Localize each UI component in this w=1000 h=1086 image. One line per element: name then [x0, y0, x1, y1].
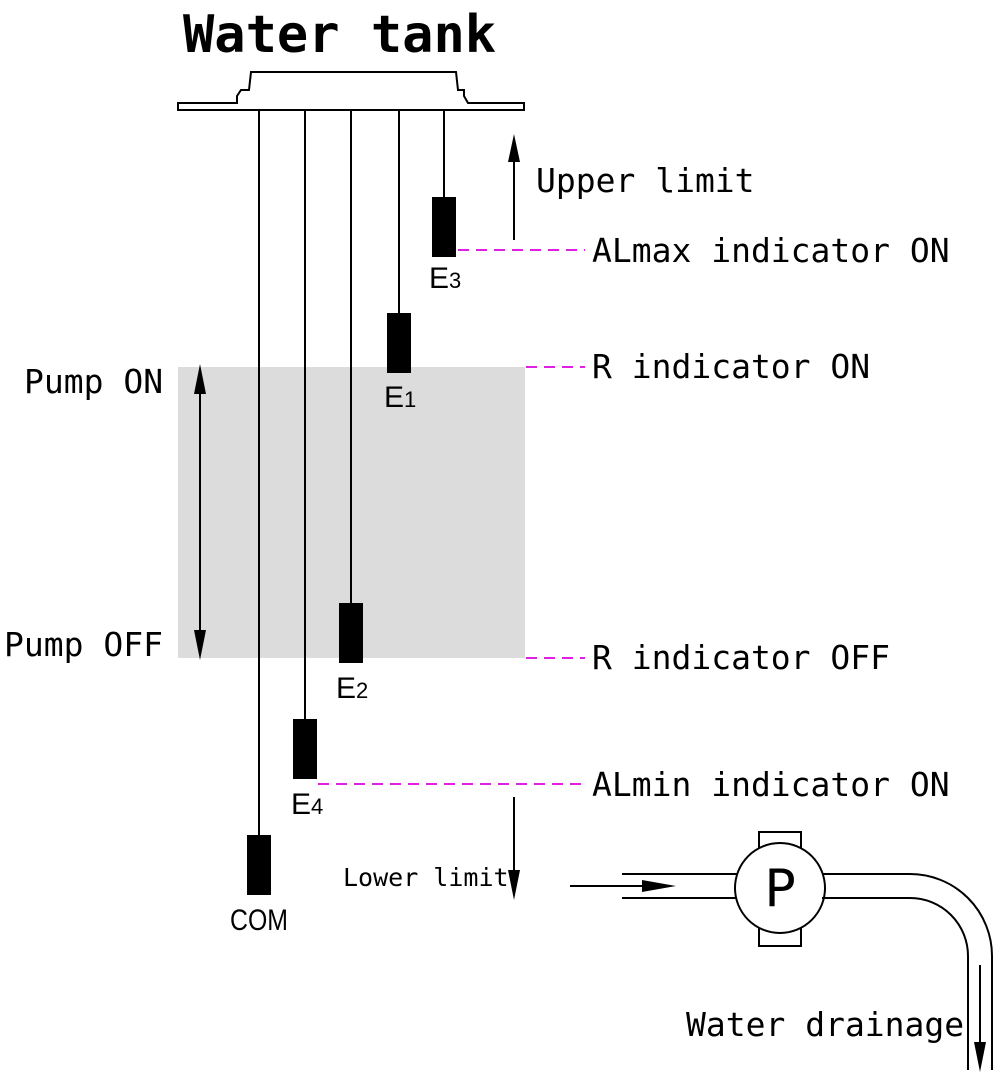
diagram-title: Water tank [183, 5, 496, 65]
e1-probe [387, 313, 411, 373]
pump-body [734, 842, 826, 934]
com-label: COM [230, 904, 288, 937]
upper-limit-label: Upper limit [536, 161, 755, 200]
lower-limit-label: Lower limit [343, 863, 509, 892]
e3-label: E3 [429, 262, 461, 295]
pump-symbol: P [764, 859, 795, 919]
e2-probe [339, 603, 363, 663]
outlet-pipe-outer [822, 873, 993, 1070]
r-on-indicator-label: R indicator ON [592, 347, 870, 386]
almax-indicator-label: ALmax indicator ON [592, 231, 950, 270]
upper-limit-arrow-head [508, 134, 520, 162]
pump-range-arrow-top [194, 364, 206, 394]
e1-label: E1 [384, 381, 416, 414]
e3-probe [432, 197, 456, 257]
e4-probe [293, 719, 317, 779]
e4-label: E4 [291, 788, 323, 821]
tank-lid [177, 71, 525, 111]
pump-off-label: Pump OFF [4, 625, 163, 664]
r-off-indicator-label: R indicator OFF [592, 638, 890, 677]
almin-indicator-label: ALmin indicator ON [592, 765, 950, 804]
inlet-flow-arrow-head [642, 880, 676, 892]
lower-limit-arrow-head [508, 870, 520, 900]
pump-on-label: Pump ON [24, 362, 163, 401]
drain-flow-arrow-head [974, 1042, 986, 1072]
e2-label: E2 [336, 672, 368, 705]
water-drainage-label: Water drainage [686, 1005, 964, 1044]
com-probe [247, 835, 271, 895]
outlet-pipe-inner [822, 897, 969, 1070]
pump-range-arrow-bottom [194, 630, 206, 660]
